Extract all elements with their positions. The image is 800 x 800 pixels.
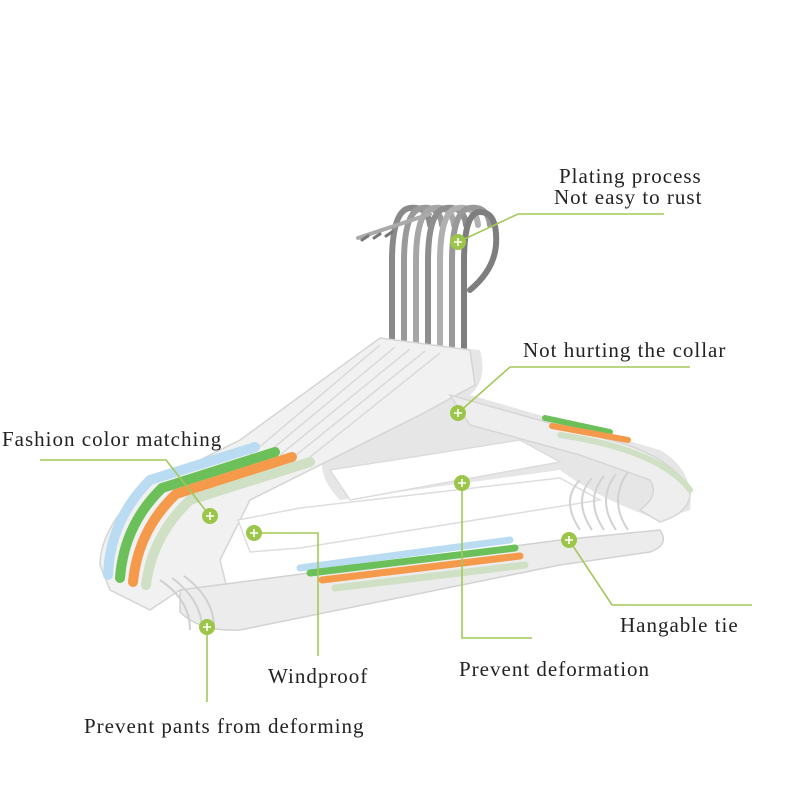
fashion-callout: Fashion color matching bbox=[2, 427, 223, 451]
marker-dots bbox=[199, 234, 577, 635]
plating-callout-line1: Plating process bbox=[559, 164, 702, 188]
plus-circle-icon bbox=[450, 234, 466, 250]
windproof-callout: Windproof bbox=[268, 664, 369, 688]
plus-circle-icon bbox=[199, 619, 215, 635]
collar-callout: Not hurting the collar bbox=[523, 338, 727, 362]
plus-circle-icon bbox=[454, 475, 470, 491]
plus-circle-icon bbox=[202, 508, 218, 524]
leader-lines bbox=[40, 213, 752, 702]
hangable-callout: Hangable tie bbox=[620, 613, 739, 637]
plus-circle-icon bbox=[450, 405, 466, 421]
plus-circle-icon bbox=[561, 532, 577, 548]
plating-callout-line2: Not easy to rust bbox=[554, 185, 703, 209]
color-stripes bbox=[103, 415, 693, 592]
plus-circle-icon bbox=[246, 525, 262, 541]
pants-callout: Prevent pants from deforming bbox=[84, 714, 365, 738]
deformation-callout: Prevent deformation bbox=[459, 657, 651, 681]
metal-hooks bbox=[356, 204, 500, 359]
hanger-bodies bbox=[99, 337, 691, 631]
